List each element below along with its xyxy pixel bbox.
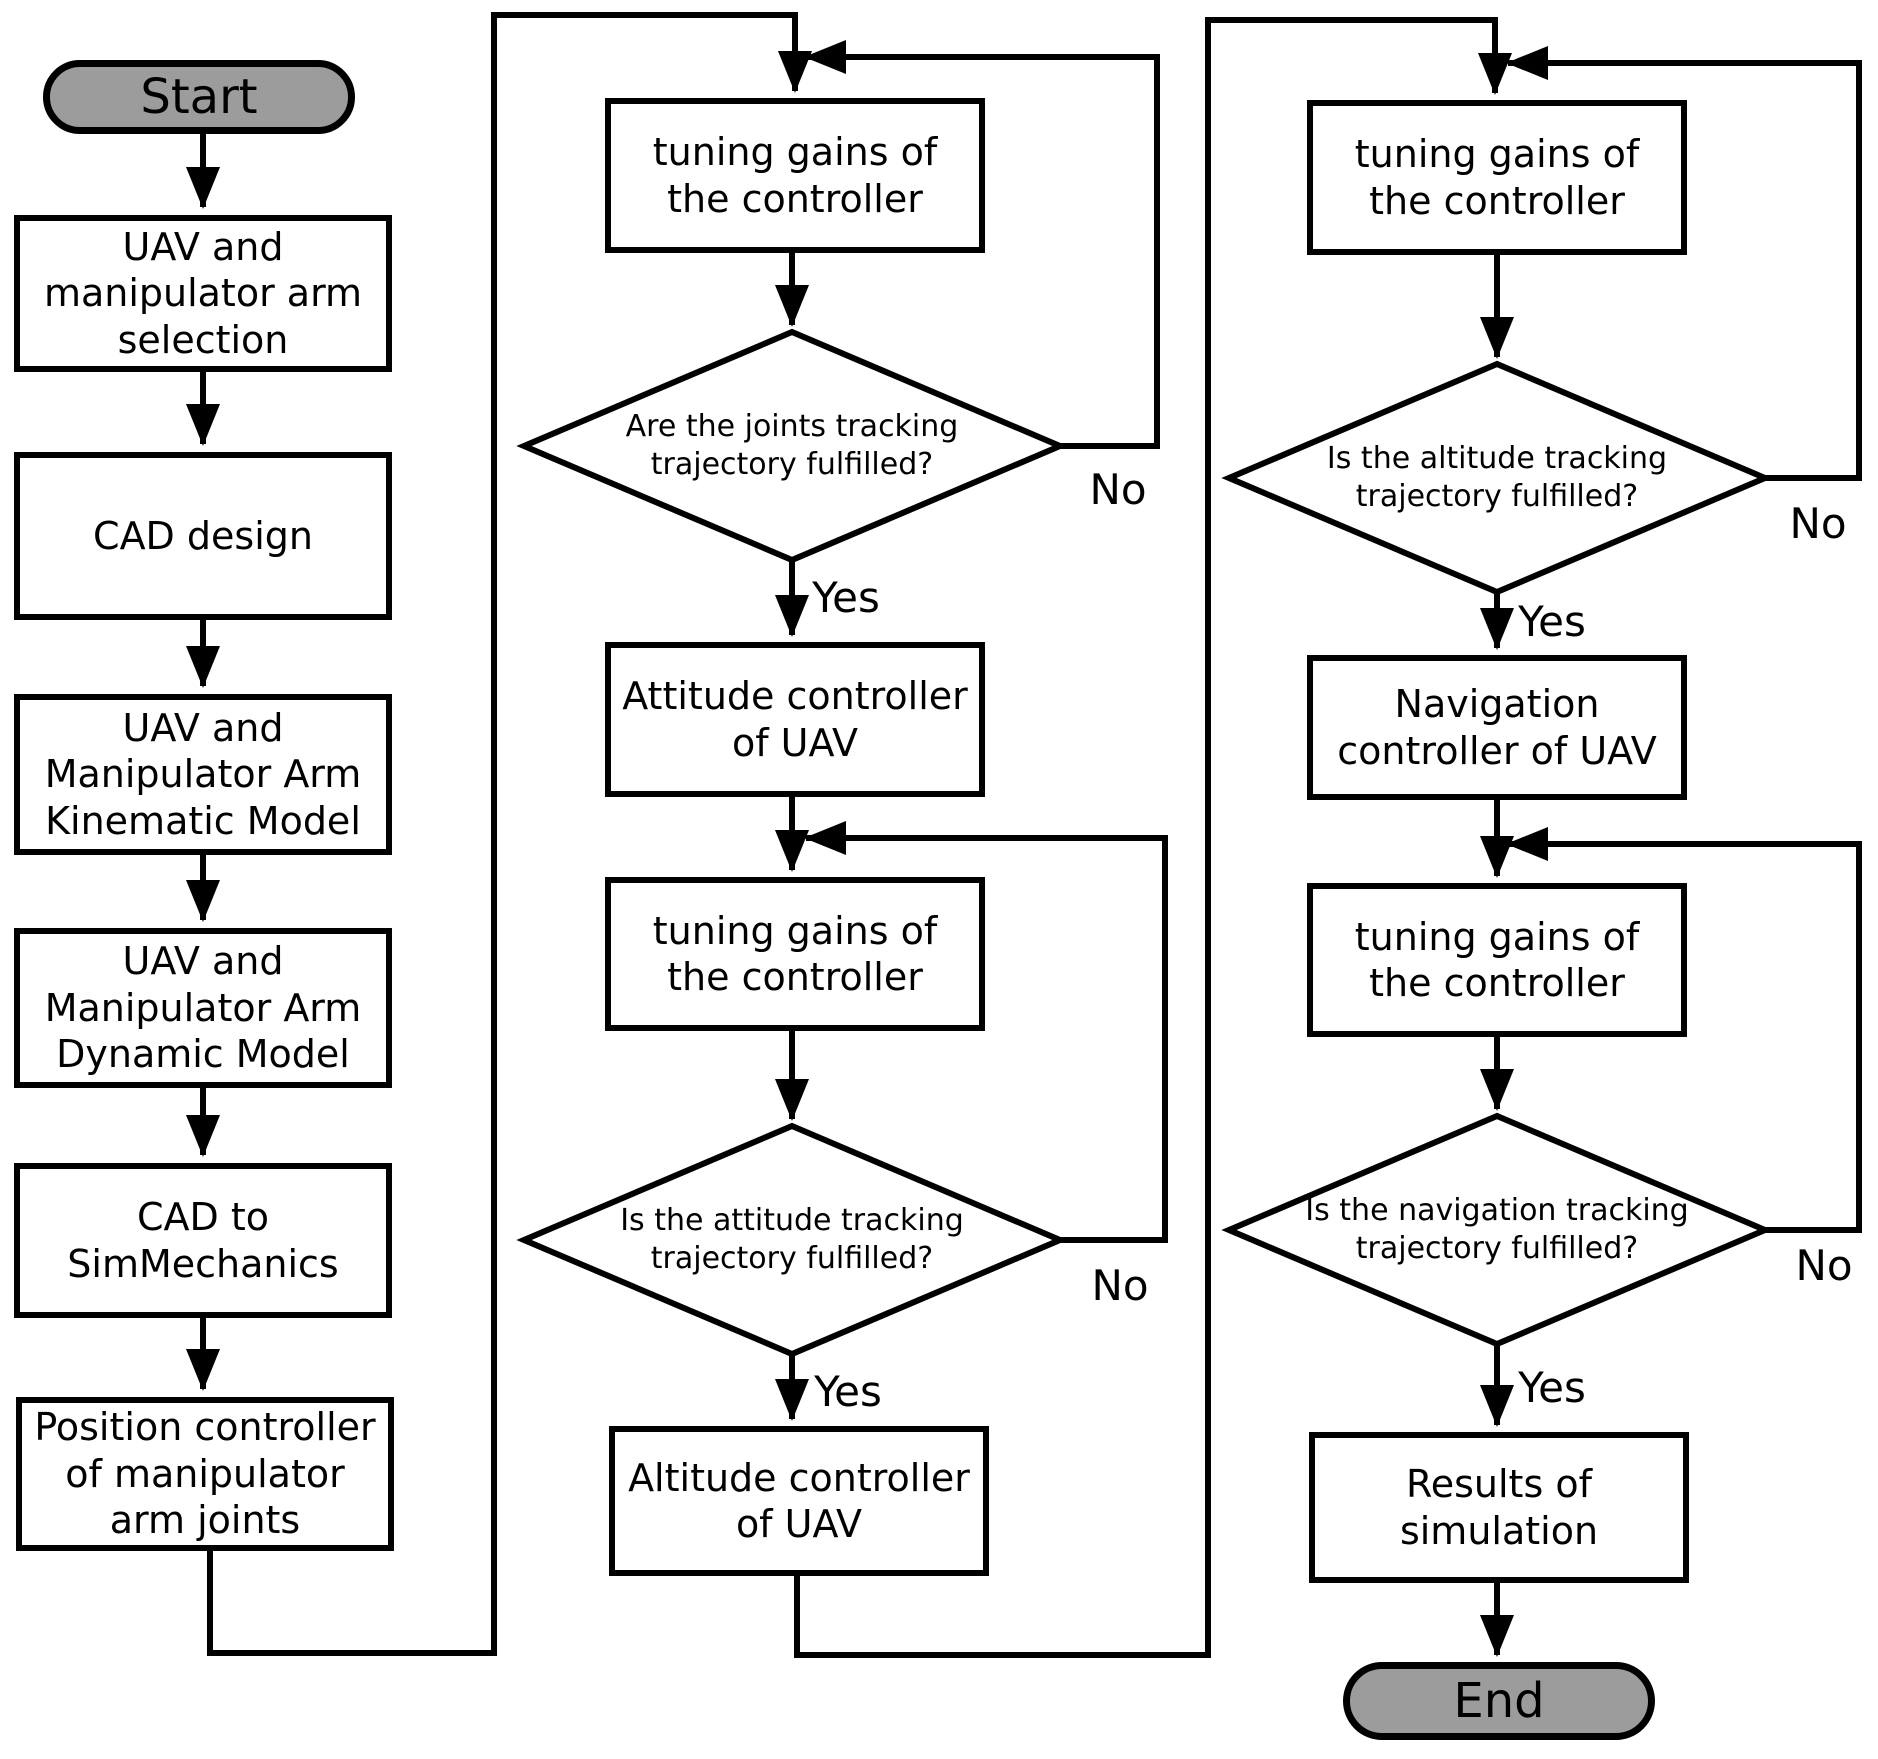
start-terminal: Start [43, 60, 355, 134]
position-controller-box: Position controller of manipulator arm j… [16, 1397, 394, 1551]
altitude-controller-box: Altitude controller of UAV [609, 1426, 989, 1576]
uav-arm-selection-box: UAV and manipulator arm selection [14, 215, 392, 372]
yes-label-2: Yes [814, 1367, 882, 1416]
tuning-gains-box-1: tuning gains of the controller [605, 98, 985, 253]
edge-attitude-no-loop [804, 821, 1168, 1243]
cad-design-box: CAD design [14, 452, 392, 620]
no-label-4: No [1795, 1241, 1853, 1290]
navigation-controller-box: Navigation controller of UAV [1307, 655, 1687, 800]
kinematic-model-box: UAV and Manipulator Arm Kinematic Model [14, 694, 392, 855]
edge-navigation-no-loop [1506, 827, 1862, 1233]
no-label-1: No [1089, 465, 1147, 514]
dynamic-model-box: UAV and Manipulator Arm Dynamic Model [14, 928, 392, 1088]
edge-position-to-tuning1 [207, 12, 812, 1656]
yes-label-3: Yes [1518, 597, 1586, 646]
altitude-decision-label: Is the altitude tracking trajectory fulf… [1326, 440, 1668, 514]
tuning-gains-box-3: tuning gains of the controller [1307, 100, 1687, 255]
no-label-2: No [1091, 1261, 1149, 1310]
altitude-decision-diamond [1221, 360, 1773, 596]
yes-label-1: Yes [812, 573, 880, 622]
edge-altitude-to-tuning3 [794, 17, 1512, 1658]
cad-to-simmechanics-box: CAD to SimMechanics [14, 1163, 392, 1318]
tuning-gains-box-2: tuning gains of the controller [605, 877, 985, 1031]
joints-decision-diamond [516, 328, 1068, 564]
edge-altitude-decision-no-loop [1506, 46, 1862, 481]
tuning-gains-box-4: tuning gains of the controller [1307, 883, 1687, 1037]
attitude-decision-diamond [516, 1122, 1068, 1358]
attitude-decision-label: Is the attitude tracking trajectory fulf… [620, 1202, 964, 1276]
yes-label-4: Yes [1518, 1363, 1586, 1412]
attitude-controller-box: Attitude controller of UAV [605, 642, 985, 797]
no-label-3: No [1789, 499, 1847, 548]
edge-joints-no-loop [804, 40, 1160, 449]
end-terminal: End [1343, 1662, 1655, 1740]
navigation-decision-label: Is the navigation tracking trajectory fu… [1305, 1192, 1689, 1266]
results-box: Results of simulation [1309, 1432, 1689, 1583]
navigation-decision-diamond [1221, 1112, 1773, 1348]
joints-decision-label: Are the joints tracking trajectory fulfi… [625, 408, 959, 482]
